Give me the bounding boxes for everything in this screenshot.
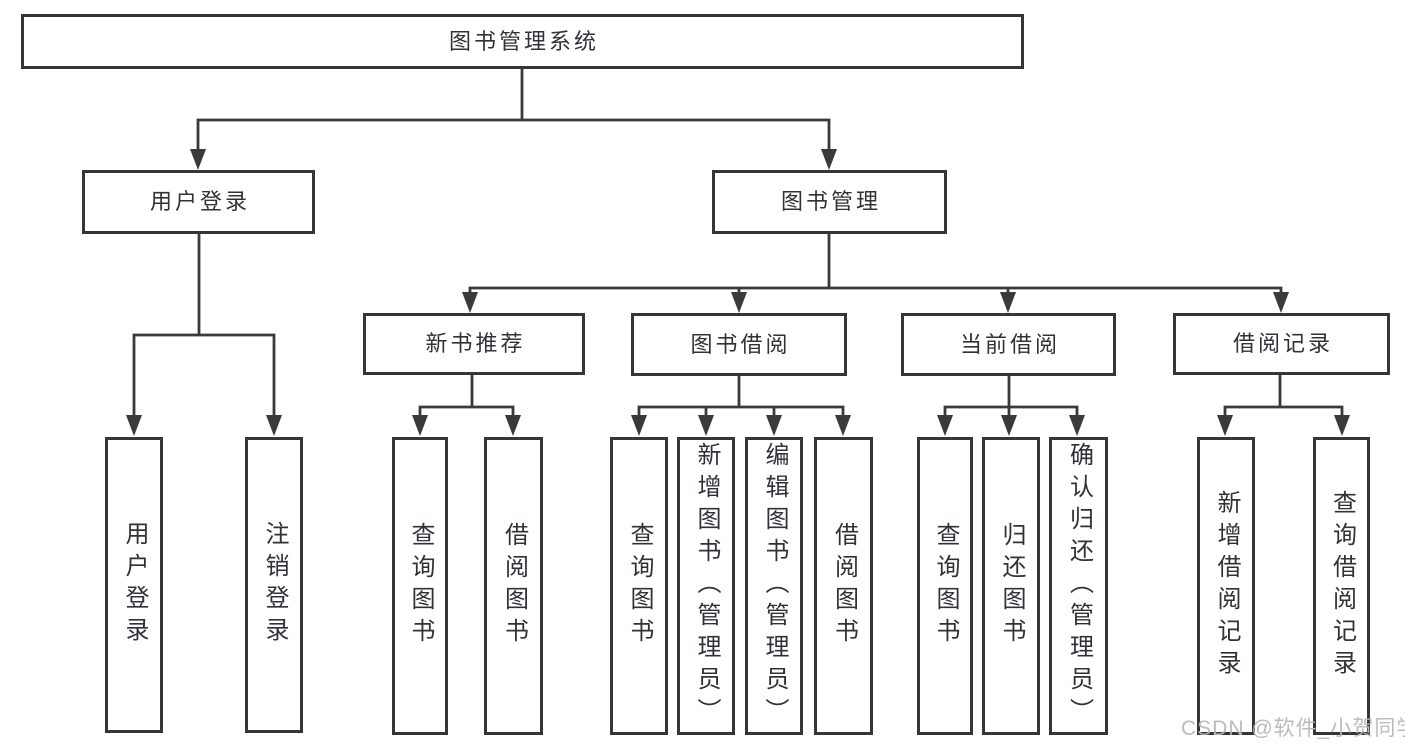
leaf-return-books: 归还图书 <box>982 437 1040 735</box>
connector-current-borrowing-to-children <box>943 374 1079 419</box>
leaf-borrow-books: 借阅图书 <box>814 437 873 735</box>
node-borrowing-records: 借阅记录 <box>1173 313 1390 375</box>
leaf-query-borrowing-record: 查询借阅记录 <box>1313 437 1370 735</box>
leaf-confirm-return-admin: 确认归还（管理员） <box>1049 437 1108 735</box>
node-user-login: 用户登录 <box>82 170 315 234</box>
leaf-query-books-recommend: 查询图书 <box>392 437 448 735</box>
node-new-book-recommendation: 新书推荐 <box>363 313 585 375</box>
node-current-borrowing: 当前借阅 <box>901 313 1116 376</box>
connector-book-management-to-level3 <box>468 231 1283 296</box>
watermark: CSDN @软件_小贺同学 <box>1181 717 1405 740</box>
leaf-query-books-current: 查询图书 <box>917 437 973 735</box>
connector-user-login-to-children <box>132 231 276 419</box>
leaf-add-borrowing-record: 新增借阅记录 <box>1197 437 1255 735</box>
node-book-borrowing: 图书借阅 <box>631 313 847 376</box>
connector-new-book-to-children <box>418 374 515 419</box>
arrowheads <box>126 149 1350 436</box>
connector-borrowing-records-to-children <box>1223 374 1344 419</box>
leaf-logout: 注销登录 <box>245 437 303 733</box>
leaf-query-books-borrowing: 查询图书 <box>610 437 668 735</box>
leaf-edit-books-admin: 编辑图书（管理员） <box>745 437 803 735</box>
node-library-management-system: 图书管理系统 <box>21 14 1024 69</box>
connector-book-borrowing-to-children <box>637 374 845 419</box>
node-book-management: 图书管理 <box>712 170 947 234</box>
leaf-borrow-books-recommend: 借阅图书 <box>484 437 543 735</box>
connector-root-to-level2 <box>196 67 831 153</box>
leaf-user-login: 用户登录 <box>105 437 163 733</box>
leaf-add-books-admin: 新增图书（管理员） <box>677 437 735 735</box>
